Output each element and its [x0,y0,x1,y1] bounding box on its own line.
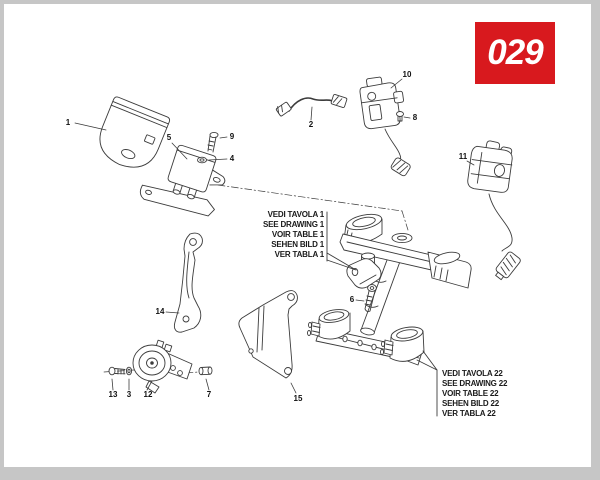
callout-line: VOIR TABLE 22 [442,388,499,398]
callout-line: SEE DRAWING 22 [442,378,508,388]
lower-triple-clamp [307,309,425,366]
callout-line: SEHEN BILD 22 [442,398,499,408]
callout-line: SEE DRAWING 1 [263,219,324,229]
part-15-bracket [238,290,298,379]
callout-line: SEHEN BILD 1 [271,239,324,249]
upper-triple-clamp [339,213,472,289]
callout-22-bracket [416,350,438,417]
page-number-badge: 029 [475,22,555,84]
part-4-washer [197,156,207,164]
part-label-7: 7 [207,390,212,399]
part-7-spacer [198,366,213,376]
part-12-horn [132,339,193,394]
part-label-15: 15 [294,394,303,403]
part-8-screw [396,111,404,122]
callout-1-bracket [326,211,357,271]
part-6-bolt [364,284,377,313]
part-label-4: 4 [230,154,235,163]
part-label-11: 11 [459,152,468,161]
callout-line: VEDI TAVOLA 1 [267,210,325,219]
part-11-switch [467,140,521,281]
part-label-10: 10 [403,70,412,79]
part-label-12: 12 [144,390,153,399]
callout-line: VEDI TAVOLA 22 [442,369,503,378]
part-label-6: 6 [350,295,355,304]
part-number-labels: 1 2 3 4 5 6 7 8 9 10 11 12 13 14 15 [66,70,468,403]
part-14-bracket [173,232,203,333]
part-2-cable [275,94,348,117]
part-3-washer [125,366,133,376]
part-label-13: 13 [109,390,118,399]
page-number: 029 [487,33,543,72]
part-label-2: 2 [309,120,314,129]
callout-line: VER TABLA 1 [274,249,325,259]
part-label-3: 3 [127,390,132,399]
part-1-cover [99,96,171,168]
part-label-14: 14 [156,307,165,316]
part-10-switch [359,76,411,177]
part-label-8: 8 [413,113,418,122]
part-label-9: 9 [230,132,235,141]
part-9-screw [207,131,219,153]
callout-see-table-1: VEDI TAVOLA 1 SEE DRAWING 1 VOIR TABLE 1… [240,210,324,260]
callout-line: VOIR TABLE 1 [271,229,324,239]
part-label-5: 5 [167,133,172,142]
leader-lines [74,78,475,394]
callout-see-table-22: VEDI TAVOLA 22 SEE DRAWING 22 VOIR TABLE… [442,369,534,419]
part-13-bolt [108,366,126,376]
part-label-1: 1 [66,118,71,127]
callout-line: VER TABLA 22 [442,408,496,418]
key-mount-clamp [346,252,382,289]
